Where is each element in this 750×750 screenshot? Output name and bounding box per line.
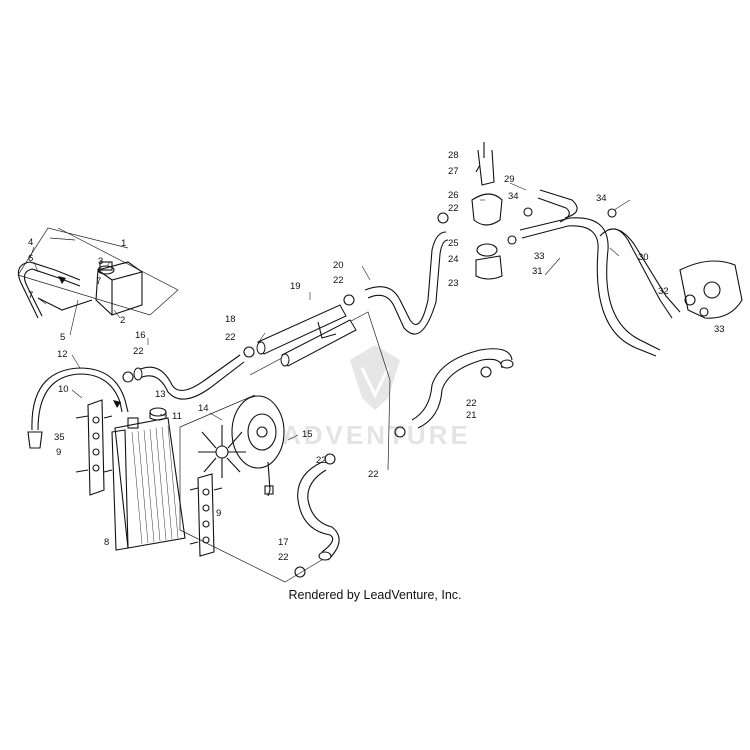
callout-15: 15 <box>302 429 313 440</box>
callout-3: 3 <box>98 256 103 267</box>
vent-tube <box>37 297 93 311</box>
callout-5: 5 <box>60 332 65 343</box>
thermostat-housing <box>471 142 503 280</box>
pipe-18 <box>256 304 357 367</box>
callout-22b: 22 <box>225 332 236 343</box>
hose-21 <box>411 348 514 429</box>
callout-7b: 7 <box>96 276 101 287</box>
cooling-fan-motor <box>231 395 285 497</box>
callout-19: 19 <box>290 281 301 292</box>
overflow-hose-long <box>27 367 129 449</box>
watermark-text: ADVENTURE <box>282 420 471 450</box>
hose-16 <box>133 354 245 400</box>
callout-25: 25 <box>448 238 459 249</box>
callout-34a: 34 <box>508 191 519 202</box>
callout-34b: 34 <box>596 193 607 204</box>
callout-2: 2 <box>120 315 125 326</box>
pointer-arrows <box>58 276 121 408</box>
callout-28: 28 <box>448 150 459 161</box>
callout-35: 35 <box>54 432 65 443</box>
callout-18: 18 <box>225 314 236 325</box>
callout-22d: 22 <box>448 203 459 214</box>
hose-20 <box>364 231 449 335</box>
callout-29: 29 <box>504 174 515 185</box>
leader-lines <box>29 182 631 441</box>
callout-7a: 7 <box>28 290 33 301</box>
callout-24: 24 <box>448 254 459 265</box>
callout-16: 16 <box>135 330 146 341</box>
callout-6: 6 <box>28 253 33 264</box>
radiator-cap <box>149 407 167 421</box>
callout-4: 4 <box>28 237 33 248</box>
cooling-fan-blade <box>198 425 246 478</box>
callout-23: 23 <box>448 278 459 289</box>
watermark-logo: ADVENTURE <box>282 345 471 450</box>
callout-26: 26 <box>448 190 459 201</box>
hose-17 <box>297 461 340 561</box>
hose-30 <box>599 228 681 319</box>
callout-14: 14 <box>198 403 209 414</box>
radiator-bracket-left <box>75 399 113 496</box>
callout-9b: 9 <box>216 508 221 519</box>
callout-10: 10 <box>58 384 69 395</box>
callout-numbers: 1 2 3 4 5 6 7 7 8 9 9 10 11 12 13 14 15 … <box>28 150 725 563</box>
callout-13: 13 <box>155 389 166 400</box>
callout-31: 31 <box>532 266 543 277</box>
callout-22e: 22 <box>466 398 477 409</box>
radiator-bracket-right <box>189 473 223 557</box>
callout-33a: 33 <box>534 251 545 262</box>
callout-33b: 33 <box>714 324 725 335</box>
callout-21: 21 <box>466 410 477 421</box>
callout-1: 1 <box>121 238 126 249</box>
callout-17: 17 <box>278 537 289 548</box>
callout-8: 8 <box>104 537 109 548</box>
render-credit: Rendered by LeadVenture, Inc. <box>288 588 462 602</box>
callout-9a: 9 <box>56 447 61 458</box>
hose-31 <box>519 217 661 357</box>
callout-30: 30 <box>638 252 649 263</box>
callout-22c: 22 <box>333 275 344 286</box>
callout-22g: 22 <box>278 552 289 563</box>
callout-20: 20 <box>333 260 344 271</box>
callout-27: 27 <box>448 166 459 177</box>
callout-22f: 22 <box>368 469 379 480</box>
hose-29 <box>537 189 578 223</box>
callout-32: 32 <box>658 286 669 297</box>
callout-12: 12 <box>57 349 68 360</box>
callout-22h: 22 <box>316 455 327 466</box>
callout-11: 11 <box>172 411 182 422</box>
reservoir-overflow-hose <box>17 261 81 319</box>
callout-22a: 22 <box>133 346 144 357</box>
water-pump <box>679 260 743 319</box>
hose-clamps <box>122 207 709 578</box>
coolant-reservoir <box>95 261 143 316</box>
radiator <box>111 417 186 551</box>
